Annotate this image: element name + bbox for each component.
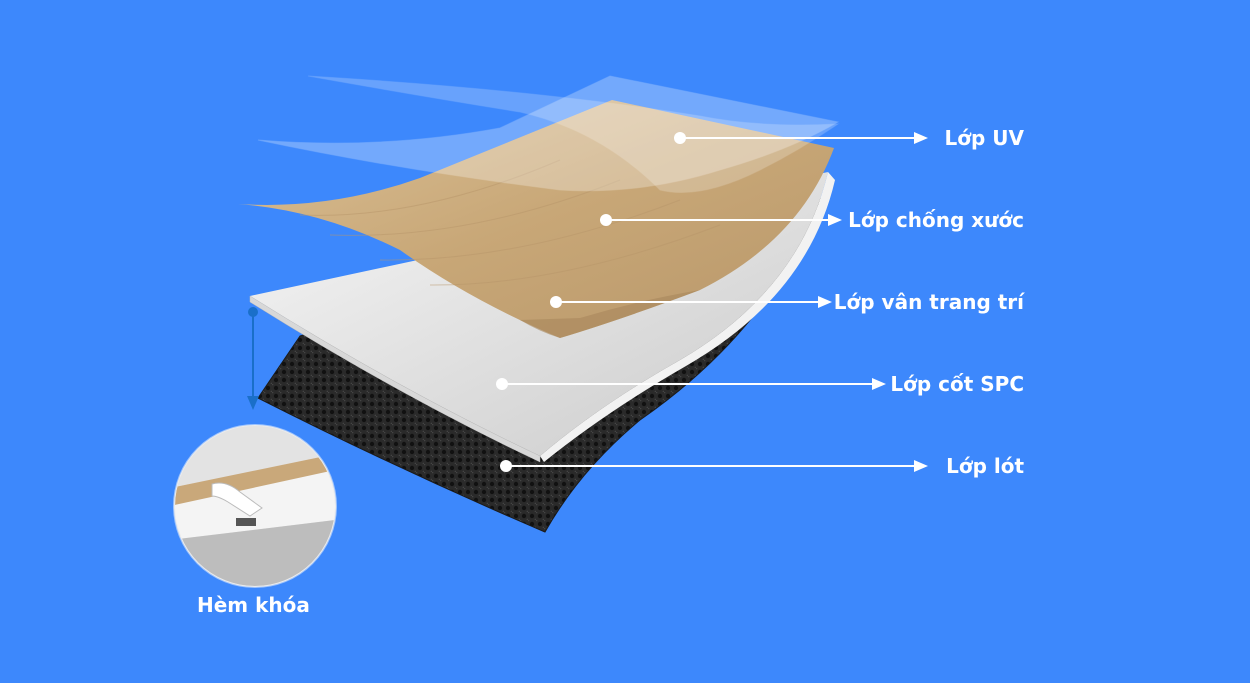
decor-layer xyxy=(238,100,834,338)
callout-scratch xyxy=(600,214,842,226)
callout-under xyxy=(500,460,928,472)
label-underlay-layer: Lớp lót xyxy=(946,454,1024,478)
label-lock: Hèm khóa xyxy=(197,593,310,617)
scratch-layer xyxy=(257,75,840,192)
callout-uv xyxy=(674,132,928,144)
label-scratch-layer: Lớp chống xước xyxy=(848,208,1024,232)
core-layer-side xyxy=(540,172,835,462)
lock-indicator xyxy=(247,307,259,410)
lock-detail xyxy=(173,424,337,588)
callout-core xyxy=(496,378,886,390)
label-uv-layer: Lớp UV xyxy=(944,126,1024,150)
core-layer-edge xyxy=(249,295,541,463)
uv-layer xyxy=(307,75,840,193)
callout-decor xyxy=(550,296,832,308)
label-core-layer: Lớp cốt SPC xyxy=(890,372,1024,396)
label-decor-layer: Lớp vân trang trí xyxy=(833,290,1024,314)
decor-layer-grain xyxy=(299,159,721,286)
